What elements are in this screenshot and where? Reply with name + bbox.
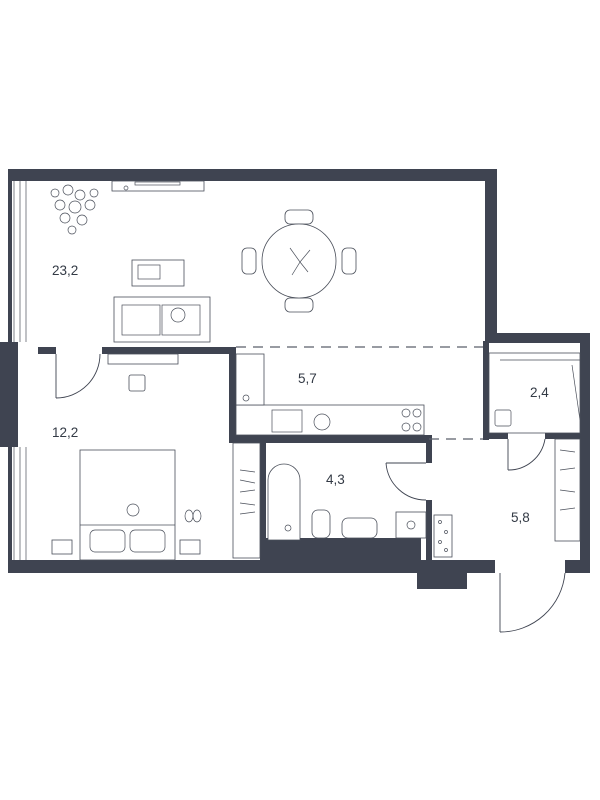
storage-shelves	[488, 352, 581, 434]
bedroom-closet	[232, 442, 261, 559]
nightstand-left	[51, 539, 73, 555]
sofa	[113, 296, 211, 343]
desk-chair	[128, 374, 146, 392]
hall-wardrobe	[554, 438, 581, 542]
coffee-table	[131, 259, 185, 287]
door-bedroom	[55, 353, 101, 399]
area-label-hall: 5,8	[511, 510, 530, 525]
bed	[79, 449, 176, 561]
wardrobe-bedroom	[107, 353, 179, 365]
hall-bench	[433, 514, 453, 558]
door-bathroom	[385, 462, 427, 501]
dining-table	[241, 209, 357, 313]
plant-icon	[50, 184, 99, 235]
door-storage	[507, 438, 546, 471]
area-label-kitchen: 5,7	[298, 371, 317, 386]
interior-walls	[38, 341, 590, 563]
nightstand-right	[179, 539, 201, 555]
toilet	[311, 509, 331, 539]
kitchen-counter	[235, 404, 425, 436]
tv-stand	[111, 180, 205, 192]
bathtub	[267, 463, 301, 541]
door-entrance	[499, 572, 566, 633]
washing-machine	[395, 511, 427, 539]
area-label-living: 23,2	[52, 263, 78, 278]
exterior-walls	[0, 169, 590, 589]
area-label-bedroom: 12,2	[52, 425, 78, 440]
window-bedroom	[13, 447, 27, 560]
washbasin	[341, 517, 378, 539]
kitchen-column	[235, 353, 265, 406]
area-label-bathroom: 4,3	[326, 472, 345, 487]
area-label-storage: 2,4	[530, 385, 549, 400]
window-living	[13, 181, 27, 342]
slippers	[184, 509, 202, 523]
